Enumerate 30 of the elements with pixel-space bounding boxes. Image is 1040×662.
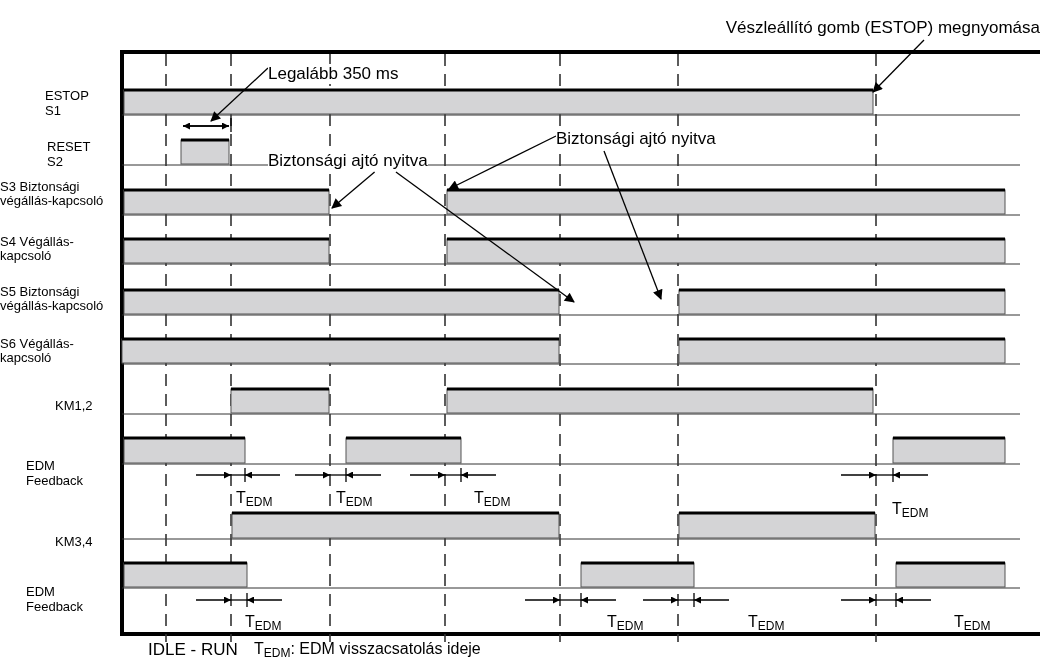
time-label: T$_{EDM}$: [245, 612, 283, 634]
time-label: T$_{EDM}$: [474, 488, 512, 510]
signal-label: S5 Biztonsági végállás-kapcsoló: [0, 285, 105, 313]
signal-label: KM1,2: [55, 398, 94, 413]
signal-label: EDM Feedback: [26, 584, 85, 614]
note-text: T$_{EDM}$: EDM visszacsatolás ideje: [254, 639, 482, 661]
leader-line: [210, 67, 269, 122]
time-label: T$_{EDM}$: [892, 499, 930, 521]
signal-label: EDM Feedback: [26, 458, 85, 488]
callout-text: Legalább 350 ms: [268, 64, 399, 84]
leader-line: [395, 171, 575, 303]
leader-line: [448, 135, 557, 190]
time-label: T$_{EDM}$: [336, 488, 374, 510]
callout-text: Vészleállító gomb (ESTOP) megnyomása: [725, 18, 1040, 38]
signal-label: RESET S2: [47, 139, 92, 169]
leader-line: [603, 150, 663, 300]
signal-label: S6 Végállás-kapcsoló: [0, 337, 75, 365]
signal-label: S3 Biztonsági végállás-kapcsoló: [0, 180, 105, 208]
time-label: T$_{EDM}$: [954, 612, 992, 634]
phase-label: IDLE - RUN: [148, 639, 239, 661]
signal-label: S4 Végállás-kapcsoló: [0, 235, 75, 263]
signal-label: ESTOP S1: [45, 88, 90, 118]
time-label: T$_{EDM}$: [607, 612, 645, 634]
leader-line: [872, 39, 925, 93]
signal-label: KM3,4: [55, 534, 94, 549]
leader-line: [331, 171, 376, 209]
time-label: T$_{EDM}$: [748, 612, 786, 634]
callout-text: Biztonsági ajtó nyitva: [268, 151, 428, 171]
callout-text: Biztonsági ajtó nyitva: [556, 129, 716, 149]
time-label: T$_{EDM}$: [236, 488, 274, 510]
